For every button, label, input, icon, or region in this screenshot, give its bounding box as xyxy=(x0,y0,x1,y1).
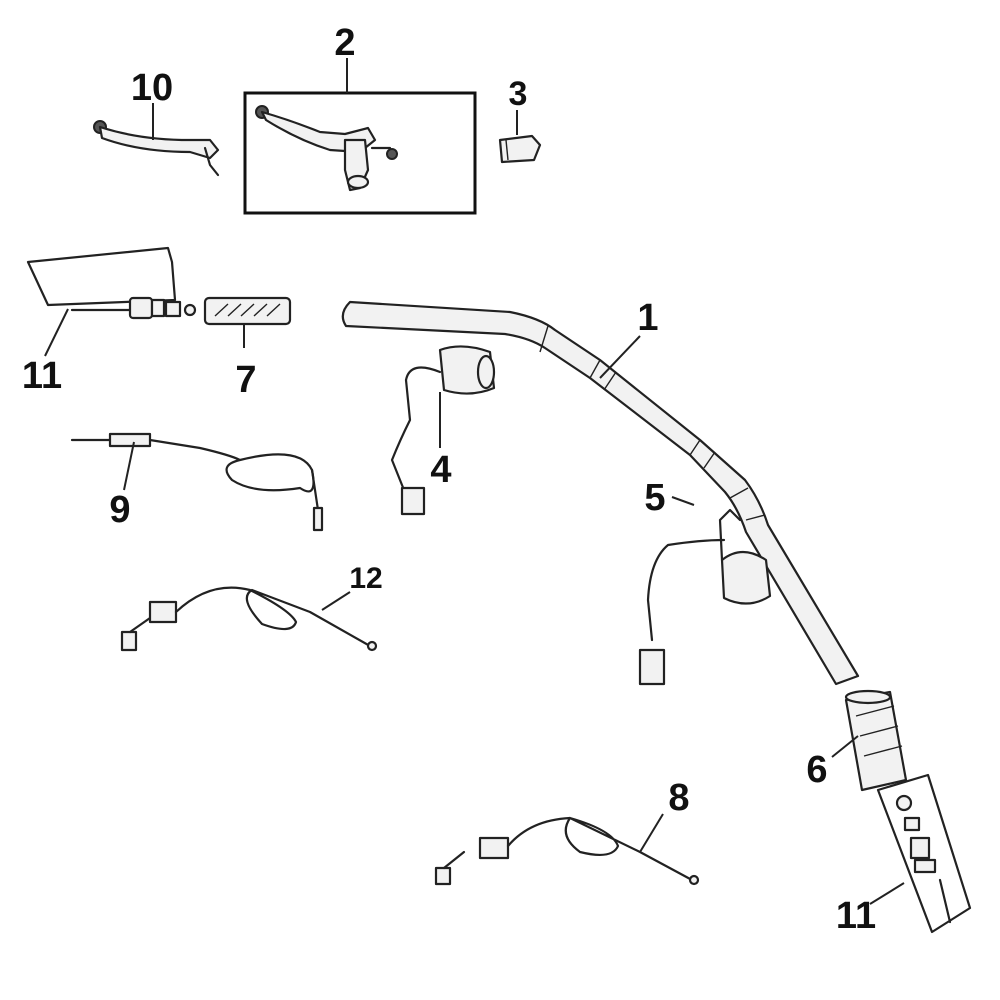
leader-lines xyxy=(44,58,905,905)
switch-housing-right[interactable] xyxy=(638,508,772,686)
clutch-cable[interactable] xyxy=(120,586,378,652)
throttle-cable[interactable] xyxy=(70,432,324,532)
handlebar[interactable] xyxy=(341,300,860,686)
switch-housing-left[interactable] xyxy=(390,345,496,516)
throttle-grip[interactable] xyxy=(844,689,908,792)
callout-11-left: 11 xyxy=(22,355,62,397)
callout-1: 1 xyxy=(637,297,658,339)
brake-cable[interactable] xyxy=(434,816,700,886)
grip-left[interactable] xyxy=(203,296,292,326)
callout-11-right: 11 xyxy=(836,895,876,937)
callout-9: 9 xyxy=(109,489,130,531)
callout-3: 3 xyxy=(509,75,528,113)
callout-labels: 1 2 3 4 5 6 7 8 9 10 11 11 12 xyxy=(22,22,876,937)
callout-6: 6 xyxy=(806,749,827,791)
callout-4: 4 xyxy=(430,449,451,491)
callout-10: 10 xyxy=(131,67,173,109)
brake-lever[interactable] xyxy=(93,120,220,177)
callout-12: 12 xyxy=(349,562,382,595)
clutch-lever-assembly[interactable] xyxy=(255,105,398,192)
lever-assembly-box xyxy=(243,91,477,215)
clamp-cap[interactable] xyxy=(498,134,542,164)
bar-end-assembly-right[interactable] xyxy=(876,773,972,934)
callout-7: 7 xyxy=(235,359,256,401)
callout-5: 5 xyxy=(644,477,665,519)
callout-8: 8 xyxy=(668,777,689,819)
callout-2: 2 xyxy=(334,22,355,64)
bar-end-assembly-left[interactable] xyxy=(26,246,197,320)
